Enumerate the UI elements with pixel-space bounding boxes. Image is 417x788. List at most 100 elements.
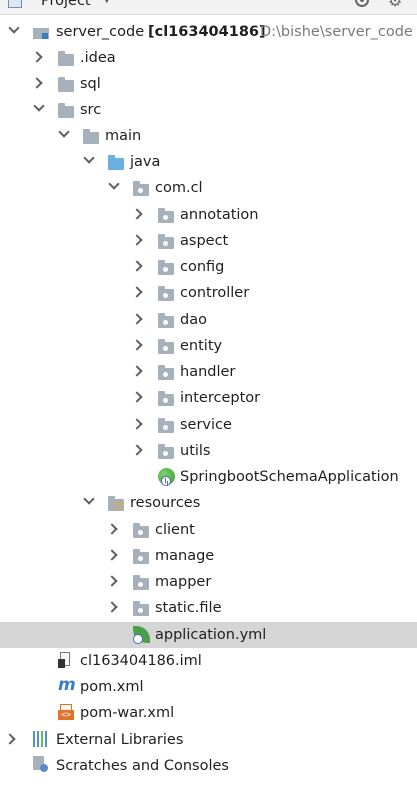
- spring-config-icon: [133, 626, 150, 644]
- tree-row-app-class[interactable]: SpringbootSchemaApplication: [0, 464, 417, 490]
- tree-row-package[interactable]: interceptor: [0, 385, 417, 411]
- chevron-right-icon[interactable]: [131, 391, 143, 403]
- tree-row-package[interactable]: config: [0, 254, 417, 280]
- tree-row-external-libraries[interactable]: External Libraries: [0, 727, 417, 753]
- module-folder-icon: [33, 23, 49, 39]
- iml-label: cl163404186.iml: [80, 653, 202, 669]
- chevron-right-icon[interactable]: [131, 313, 143, 325]
- package-label: handler: [180, 364, 236, 380]
- maven-icon: m: [58, 675, 76, 695]
- root-module: [cl163404186]: [148, 24, 266, 40]
- package-label: dao: [180, 312, 207, 328]
- package-icon: [158, 339, 174, 354]
- resource-folder-label: mapper: [155, 574, 212, 590]
- libraries-icon: [33, 731, 49, 747]
- chevron-right-icon[interactable]: [131, 208, 143, 220]
- chevron-right-icon[interactable]: [131, 234, 143, 246]
- package-label: service: [180, 417, 232, 433]
- tree-row-resource-folder[interactable]: client: [0, 517, 417, 543]
- project-panel-title[interactable]: Project: [41, 0, 91, 9]
- tree-row-pom[interactable]: m pom.xml: [0, 674, 417, 700]
- chevron-down-icon[interactable]: [58, 126, 70, 138]
- package-icon: [158, 418, 174, 433]
- chevron-down-icon[interactable]: [8, 22, 20, 34]
- chevron-right-icon[interactable]: [131, 260, 143, 272]
- package-label: annotation: [180, 207, 259, 223]
- tree-row-src[interactable]: src: [0, 97, 417, 123]
- root-name: server_code: [56, 24, 145, 40]
- tree-row-resource-folder[interactable]: mapper: [0, 569, 417, 595]
- resource-folder-label: client: [155, 522, 195, 538]
- folder-icon: [58, 103, 74, 118]
- package-icon: [158, 313, 174, 328]
- chevron-right-icon[interactable]: [4, 733, 16, 745]
- spring-boot-class-icon: [158, 468, 175, 486]
- tree-row-com-cl[interactable]: com.cl: [0, 175, 417, 201]
- chevron-right-icon[interactable]: [106, 549, 118, 561]
- project-panel-header: Project ▼ ⚙: [0, 0, 417, 15]
- app-class-label: SpringbootSchemaApplication: [180, 469, 399, 485]
- package-icon: [158, 208, 174, 223]
- tree-row-package[interactable]: handler: [0, 359, 417, 385]
- xml-file-icon: [58, 704, 74, 720]
- tree-row-package[interactable]: utils: [0, 438, 417, 464]
- folder-src-label: src: [80, 102, 102, 118]
- tree-row-main[interactable]: main: [0, 123, 417, 149]
- root-path: D:\bishe\server_code: [260, 24, 413, 40]
- package-icon: [158, 260, 174, 275]
- package-label: controller: [180, 285, 250, 301]
- pom-war-label: pom-war.xml: [80, 705, 175, 721]
- locate-icon[interactable]: [355, 0, 369, 7]
- tree-row-sql[interactable]: sql: [0, 71, 417, 97]
- pom-label: pom.xml: [80, 679, 144, 695]
- application-yml-label: application.yml: [155, 627, 267, 643]
- chevron-down-icon[interactable]: [83, 152, 95, 164]
- chevron-right-icon[interactable]: [106, 523, 118, 535]
- tree-row-resources[interactable]: resources: [0, 490, 417, 516]
- chevron-right-icon[interactable]: [106, 575, 118, 587]
- folder-icon: [133, 549, 149, 564]
- chevron-right-icon[interactable]: [131, 444, 143, 456]
- tree-row-resource-folder[interactable]: static.file: [0, 595, 417, 621]
- tree-row-package[interactable]: aspect: [0, 228, 417, 254]
- folder-java-label: java: [130, 154, 161, 170]
- chevron-right-icon[interactable]: [31, 51, 43, 63]
- chevron-right-icon[interactable]: [131, 286, 143, 298]
- tree-row-java[interactable]: java: [0, 149, 417, 175]
- package-com-cl-label: com.cl: [155, 180, 203, 196]
- folder-resources-label: resources: [130, 495, 201, 511]
- tree-row-idea[interactable]: .idea: [0, 45, 417, 71]
- chevron-down-icon[interactable]: [108, 178, 120, 190]
- tree-row-iml[interactable]: cl163404186.iml: [0, 648, 417, 674]
- tree-row-package[interactable]: entity: [0, 333, 417, 359]
- chevron-down-icon[interactable]: [33, 100, 45, 112]
- tree-row-application-yml[interactable]: application.yml: [0, 622, 417, 648]
- chevron-right-icon[interactable]: [131, 365, 143, 377]
- chevron-right-icon[interactable]: [106, 601, 118, 613]
- folder-icon: [83, 129, 99, 144]
- external-libraries-label: External Libraries: [56, 732, 184, 748]
- package-icon: [158, 286, 174, 301]
- package-icon: [158, 391, 174, 406]
- gear-icon[interactable]: ⚙: [388, 0, 403, 10]
- folder-idea-label: .idea: [80, 50, 116, 66]
- chevron-right-icon[interactable]: [131, 339, 143, 351]
- chevron-down-icon[interactable]: ▼: [103, 0, 111, 5]
- chevron-right-icon[interactable]: [31, 77, 43, 89]
- scratches-icon: [33, 756, 49, 774]
- resources-folder-icon: [108, 496, 124, 511]
- tree-row-package[interactable]: annotation: [0, 202, 417, 228]
- chevron-down-icon[interactable]: [83, 493, 95, 505]
- folder-icon: [133, 575, 149, 590]
- folder-icon: [58, 51, 74, 66]
- package-label: entity: [180, 338, 223, 354]
- tree-row-package[interactable]: service: [0, 412, 417, 438]
- chevron-right-icon[interactable]: [131, 418, 143, 430]
- resource-folder-label: static.file: [155, 600, 222, 616]
- tree-row-server-code[interactable]: server_code [cl163404186] D:\bishe\serve…: [0, 19, 417, 45]
- tree-row-resource-folder[interactable]: manage: [0, 543, 417, 569]
- tree-row-scratches[interactable]: Scratches and Consoles: [0, 753, 417, 779]
- tree-row-package[interactable]: dao: [0, 307, 417, 333]
- tree-row-package[interactable]: controller: [0, 280, 417, 306]
- tree-row-pom-war[interactable]: pom-war.xml: [0, 700, 417, 726]
